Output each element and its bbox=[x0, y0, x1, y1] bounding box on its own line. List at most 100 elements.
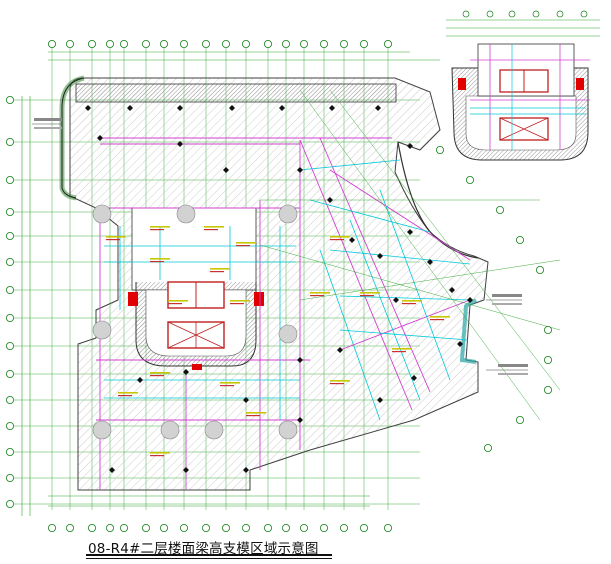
junction-node-icon bbox=[229, 105, 235, 111]
beam-label-mark bbox=[210, 271, 224, 273]
junction-node-icon bbox=[393, 297, 399, 303]
axis-bubble-icon bbox=[359, 524, 368, 533]
beam-label-mark bbox=[150, 229, 164, 231]
axis-bubble-icon bbox=[6, 175, 14, 184]
beam-label-mark bbox=[220, 382, 240, 384]
axis-bubble-icon bbox=[48, 524, 57, 533]
axis-bubble-icon bbox=[6, 257, 14, 266]
beam-label-mark bbox=[230, 303, 244, 305]
junction-node-icon bbox=[183, 369, 189, 375]
junction-node-icon bbox=[183, 467, 189, 473]
column-circle-icon bbox=[160, 420, 180, 440]
junction-node-icon bbox=[349, 237, 355, 243]
axis-bubble-icon bbox=[159, 524, 168, 533]
axis-bubble-icon bbox=[6, 137, 14, 146]
beam-label-mark bbox=[330, 380, 350, 382]
axis-bubble-icon bbox=[88, 524, 97, 533]
column-circle-icon bbox=[92, 420, 112, 440]
axis-bubble-icon bbox=[532, 10, 540, 18]
beam-junction-nodes bbox=[85, 105, 473, 473]
axis-bubble-icon bbox=[483, 443, 492, 452]
beam-label-mark bbox=[246, 415, 260, 417]
axis-bubble-icon bbox=[221, 524, 230, 533]
beam-label-mark bbox=[430, 316, 450, 318]
axis-bubble-icon bbox=[6, 341, 14, 350]
beam-label-mark bbox=[118, 395, 132, 397]
beam-label-mark bbox=[168, 300, 188, 302]
beam-label-mark bbox=[150, 261, 164, 263]
axis-bubble-icon bbox=[66, 40, 75, 49]
axis-bubble-icon bbox=[544, 355, 553, 364]
beam-label-mark bbox=[204, 226, 224, 228]
top-corridor bbox=[75, 83, 397, 103]
axis-bubble-icon bbox=[6, 369, 14, 378]
junction-node-icon bbox=[297, 417, 303, 423]
axis-bubble-icon bbox=[281, 40, 290, 49]
axis-bubble-icon bbox=[319, 524, 328, 533]
column-circle-icon bbox=[278, 420, 298, 440]
columns bbox=[92, 204, 298, 440]
beam-label-mark bbox=[150, 455, 164, 457]
right-wall-band bbox=[459, 298, 478, 364]
beam-label-mark bbox=[220, 385, 234, 387]
junction-node-icon bbox=[427, 259, 433, 265]
axis-bubble-icon bbox=[159, 40, 168, 49]
junction-node-icon bbox=[327, 197, 333, 203]
column-circle-icon bbox=[278, 324, 298, 344]
caption-underline-thin bbox=[86, 558, 332, 559]
axis-bubble-icon bbox=[299, 40, 308, 49]
axis-bubble-icon bbox=[6, 499, 14, 508]
junction-node-icon bbox=[407, 143, 413, 149]
beam-label-mark bbox=[330, 239, 344, 241]
beam-label-mark bbox=[236, 242, 256, 244]
axis-bubble-icon bbox=[66, 524, 75, 533]
beam-label-mark bbox=[168, 303, 182, 305]
junction-node-icon bbox=[377, 253, 383, 259]
axis-bubble-icon bbox=[383, 524, 392, 533]
axis-bubble-icon bbox=[120, 524, 129, 533]
junction-node-icon bbox=[297, 167, 303, 173]
junction-node-icon bbox=[457, 341, 463, 347]
beam-label-mark bbox=[330, 383, 344, 385]
axis-bubbles bbox=[6, 40, 553, 533]
beam-label-mark bbox=[210, 268, 230, 270]
junction-node-icon bbox=[449, 287, 455, 293]
axis-bubble-icon bbox=[435, 145, 444, 154]
axis-bubble-icon bbox=[120, 40, 129, 49]
axis-bubble-icon bbox=[179, 40, 188, 49]
beam-label-mark bbox=[236, 245, 250, 247]
junction-node-icon bbox=[177, 141, 183, 147]
axis-bubble-icon bbox=[221, 40, 230, 49]
axis-bubble-icon bbox=[299, 524, 308, 533]
column-circle-icon bbox=[176, 204, 196, 224]
axis-bubble-icon bbox=[556, 10, 564, 18]
beam-label-mark bbox=[402, 303, 416, 305]
junction-node-icon bbox=[177, 105, 183, 111]
axis-bubble-icon bbox=[263, 524, 272, 533]
beam-label-mark bbox=[330, 236, 350, 238]
dimension-frame bbox=[21, 51, 440, 516]
beam-label-mark bbox=[360, 292, 380, 294]
drawing-caption: 08-R4#二层楼面梁高支模区域示意图 bbox=[88, 541, 319, 557]
axis-bubble-icon bbox=[6, 313, 14, 322]
beam-label-mark bbox=[150, 452, 170, 454]
beam-label-mark bbox=[360, 295, 374, 297]
beam-label-mark bbox=[246, 412, 266, 414]
junction-node-icon bbox=[279, 105, 285, 111]
axis-bubble-icon bbox=[516, 235, 525, 244]
beam-label-mark bbox=[310, 292, 330, 294]
axis-bubble-icon bbox=[486, 10, 494, 18]
axis-bubble-icon bbox=[263, 40, 272, 49]
axis-bubble-icon bbox=[580, 10, 588, 18]
beam-label-mark bbox=[392, 351, 406, 353]
beam-label-mark bbox=[230, 300, 250, 302]
axis-bubble-icon bbox=[179, 524, 188, 533]
axis-bubble-icon bbox=[241, 524, 250, 533]
axis-bubble-icon bbox=[495, 205, 504, 214]
axis-bubble-icon bbox=[6, 473, 14, 482]
axis-bubble-icon bbox=[88, 40, 97, 49]
axis-bubble-icon bbox=[544, 325, 553, 334]
axis-bubble-icon bbox=[141, 40, 150, 49]
axis-bubble-icon bbox=[462, 10, 470, 18]
